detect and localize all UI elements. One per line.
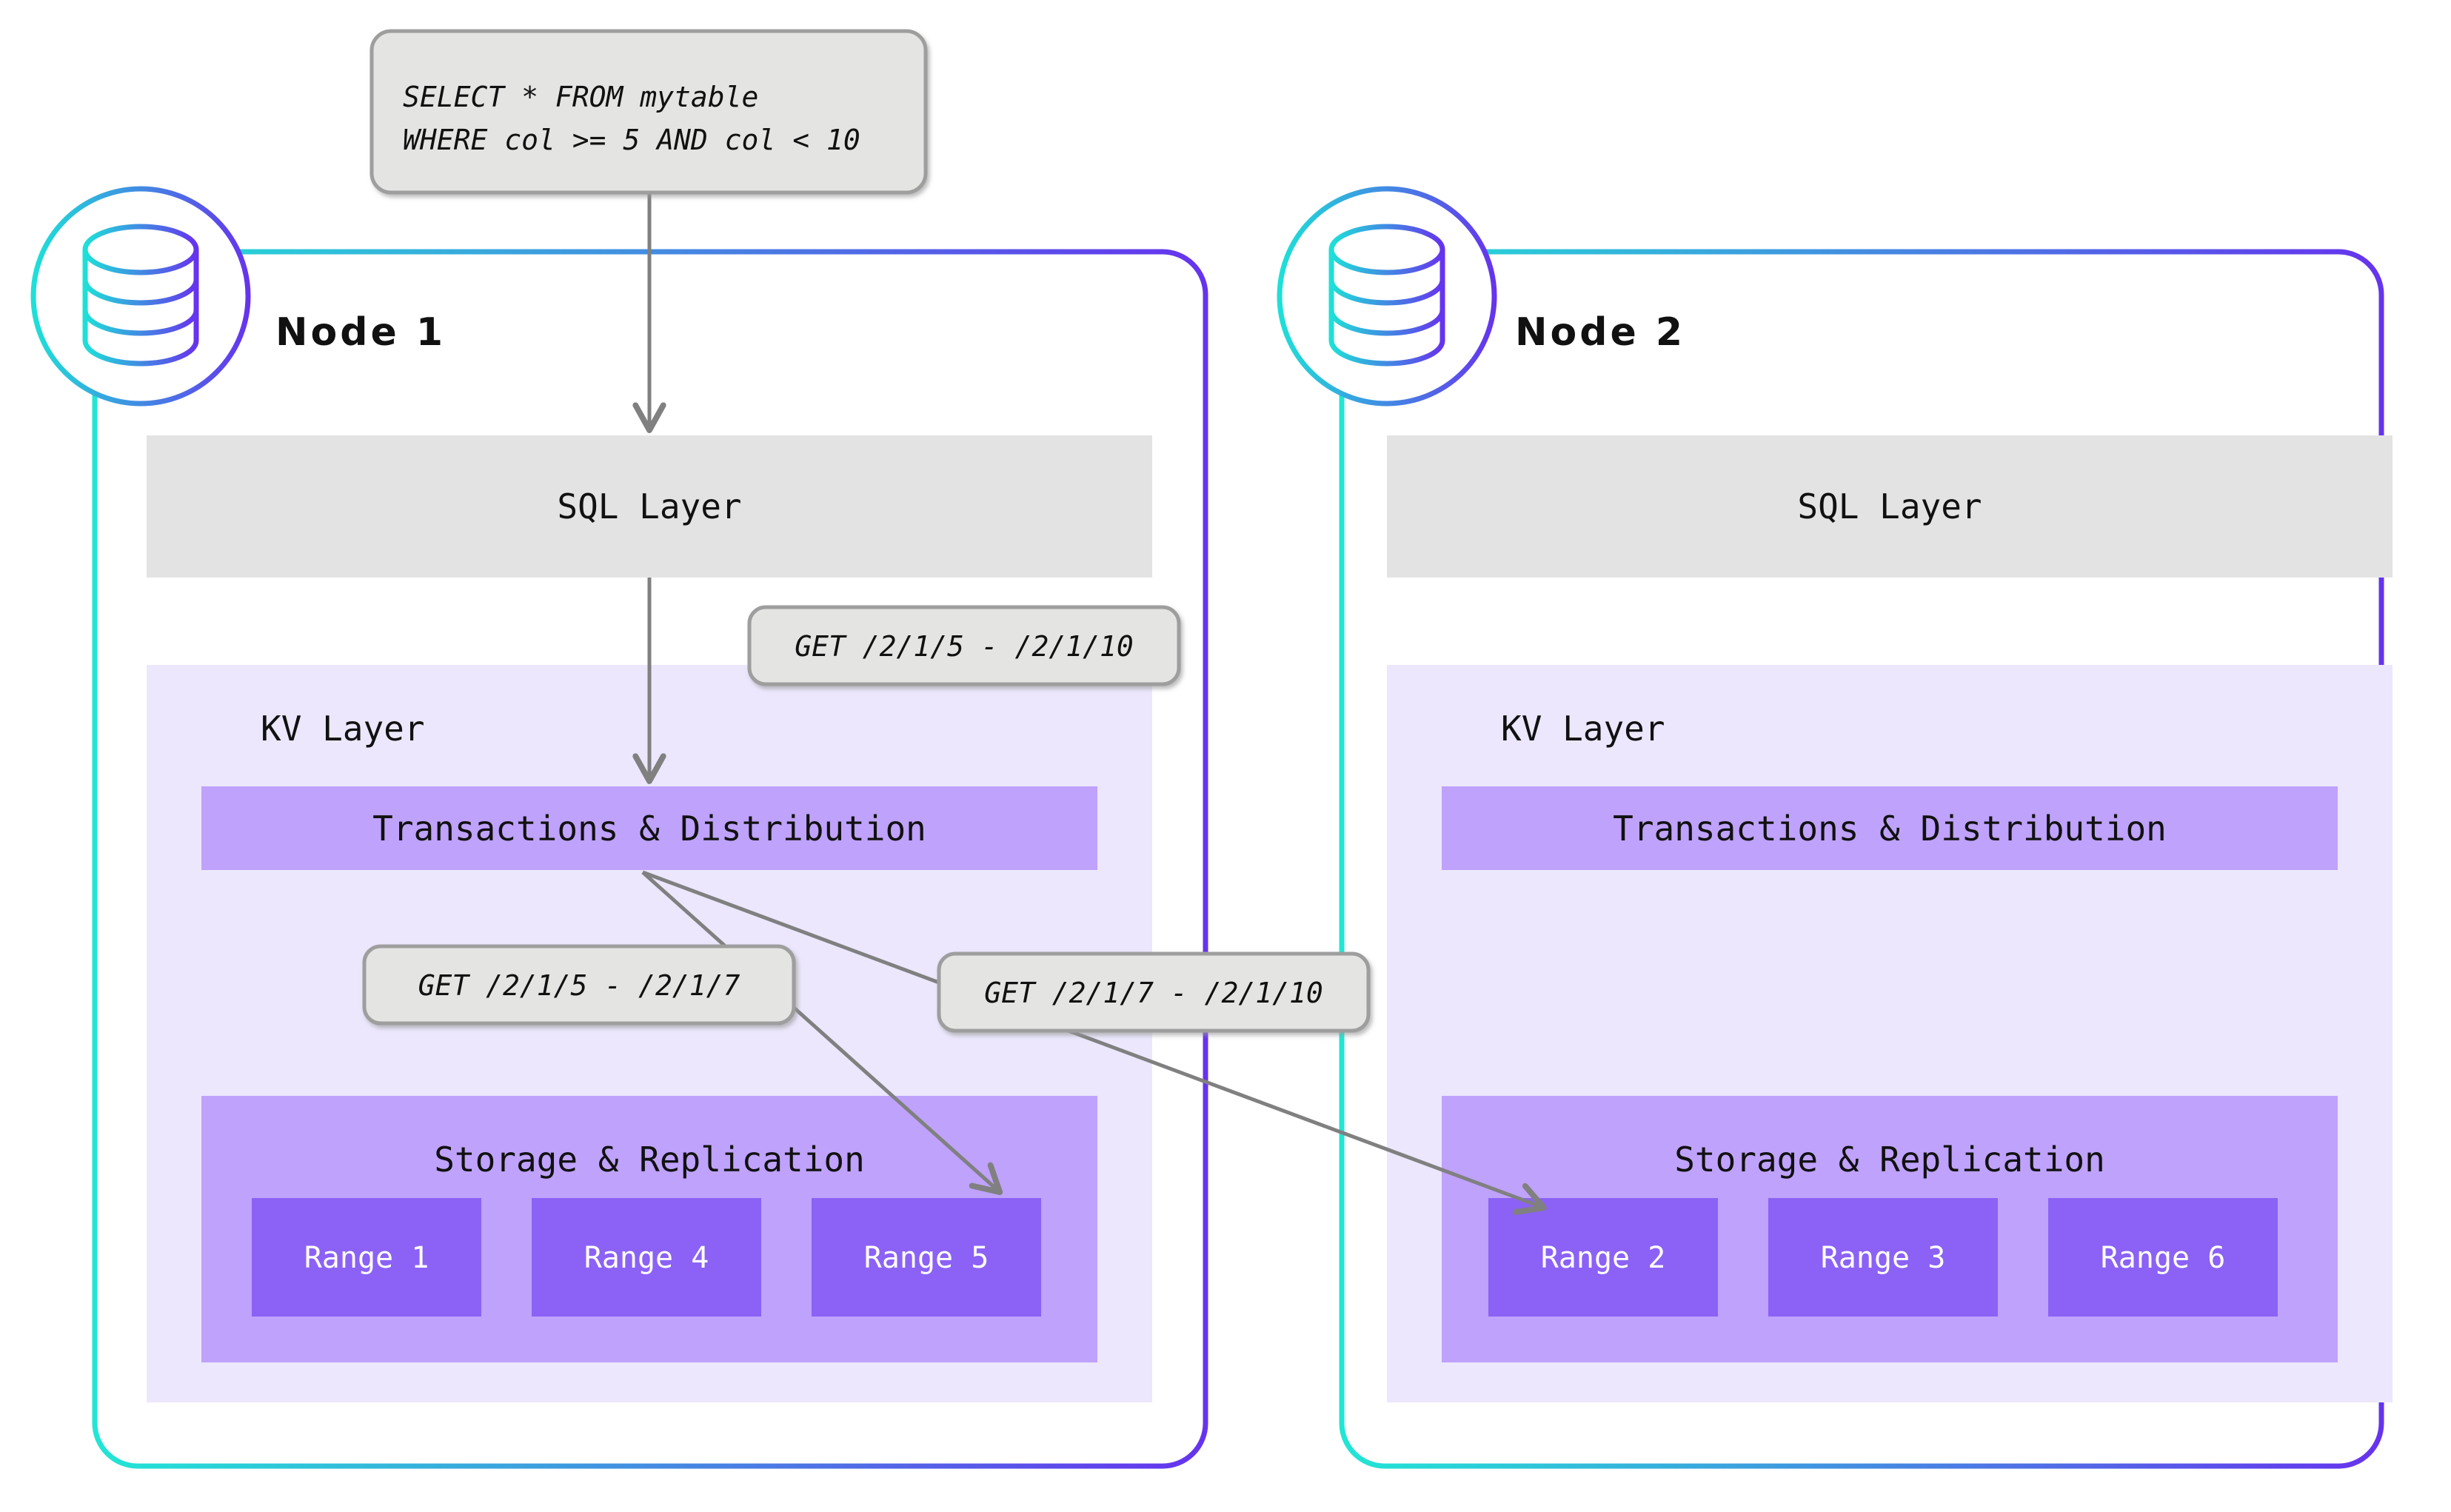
callout-range2-text: GET /2/1/7 - /2/1/10 xyxy=(984,977,1323,1009)
node-2-range-box-0[interactable] xyxy=(1488,1198,1718,1317)
node-1-range-box-0[interactable] xyxy=(252,1198,481,1317)
node-1-sql-layer-label: SQL Layer xyxy=(557,486,741,526)
database-icon-cylinder xyxy=(1328,224,1445,367)
callout-sql-to-kv[interactable]: GET /2/1/5 - /2/1/10 xyxy=(747,605,1181,686)
sql-query-box[interactable]: SELECT * FROM mytable WHERE col >= 5 AND… xyxy=(370,29,928,195)
node-1-range-label-2: Range 5 xyxy=(864,1241,989,1275)
node-2-transactions-band[interactable] xyxy=(1442,786,2338,870)
node-1-range-label-0: Range 1 xyxy=(304,1241,429,1275)
node-2-sql-layer-box[interactable] xyxy=(1387,435,2393,578)
node-2-transactions-label: Transactions & Distribution xyxy=(1613,809,2167,849)
callout-range5-bg xyxy=(362,944,796,1026)
node-1-kv-layer-label: KV Layer xyxy=(261,709,425,749)
callout-range2-bg xyxy=(937,951,1371,1033)
arrow-transactions-to-range2 xyxy=(642,870,1542,1207)
node-1-sql-layer-box[interactable] xyxy=(147,435,1152,578)
node-2-range-label-2: Range 6 xyxy=(2101,1241,2226,1275)
database-icon-circle xyxy=(1277,186,1497,407)
callout-range5[interactable]: GET /2/1/5 - /2/1/7 xyxy=(362,944,796,1026)
node-1-transactions-band[interactable] xyxy=(201,786,1097,870)
node-1-range-label-1: Range 4 xyxy=(584,1241,709,1275)
node-1-title: Node 1 xyxy=(275,310,446,355)
callout-range2[interactable]: GET /2/1/7 - /2/1/10 xyxy=(937,951,1371,1033)
node-1-storage-label: Storage & Replication xyxy=(434,1140,865,1180)
sql-query-line-2: WHERE col >= 5 AND col < 10 xyxy=(403,124,860,156)
callout-range5-text: GET /2/1/5 - /2/1/7 xyxy=(418,969,740,1002)
node-2-database-icon xyxy=(1277,186,1497,407)
node-2-storage-label: Storage & Replication xyxy=(1674,1140,2105,1180)
arrow-transactions-to-range5 xyxy=(641,871,998,1191)
node-2-title: Node 2 xyxy=(1515,310,1685,355)
database-icon-circle xyxy=(30,186,251,407)
callout-sql-to-kv-bg xyxy=(747,605,1181,686)
node-2-range-box-1[interactable] xyxy=(1768,1198,1998,1317)
node-1-transactions-label: Transactions & Distribution xyxy=(372,809,926,849)
node-1-range-box-1[interactable] xyxy=(532,1198,761,1317)
sql-query-box-bg xyxy=(370,29,928,195)
node-1-database-icon xyxy=(30,186,251,407)
sql-query-line-1: SELECT * FROM mytable xyxy=(403,81,758,113)
callout-sql-to-kv-text: GET /2/1/5 - /2/1/10 xyxy=(795,630,1134,663)
node-2-kv-layer-label: KV Layer xyxy=(1501,709,1665,749)
node-2-range-label-1: Range 3 xyxy=(1821,1241,1946,1275)
node-2-range-label-0: Range 2 xyxy=(1541,1241,1666,1275)
database-icon-cylinder xyxy=(82,224,199,367)
node-2-sql-layer-label: SQL Layer xyxy=(1797,486,1982,526)
node-2-range-box-2[interactable] xyxy=(2048,1198,2278,1317)
node-1-range-box-2[interactable] xyxy=(812,1198,1041,1317)
